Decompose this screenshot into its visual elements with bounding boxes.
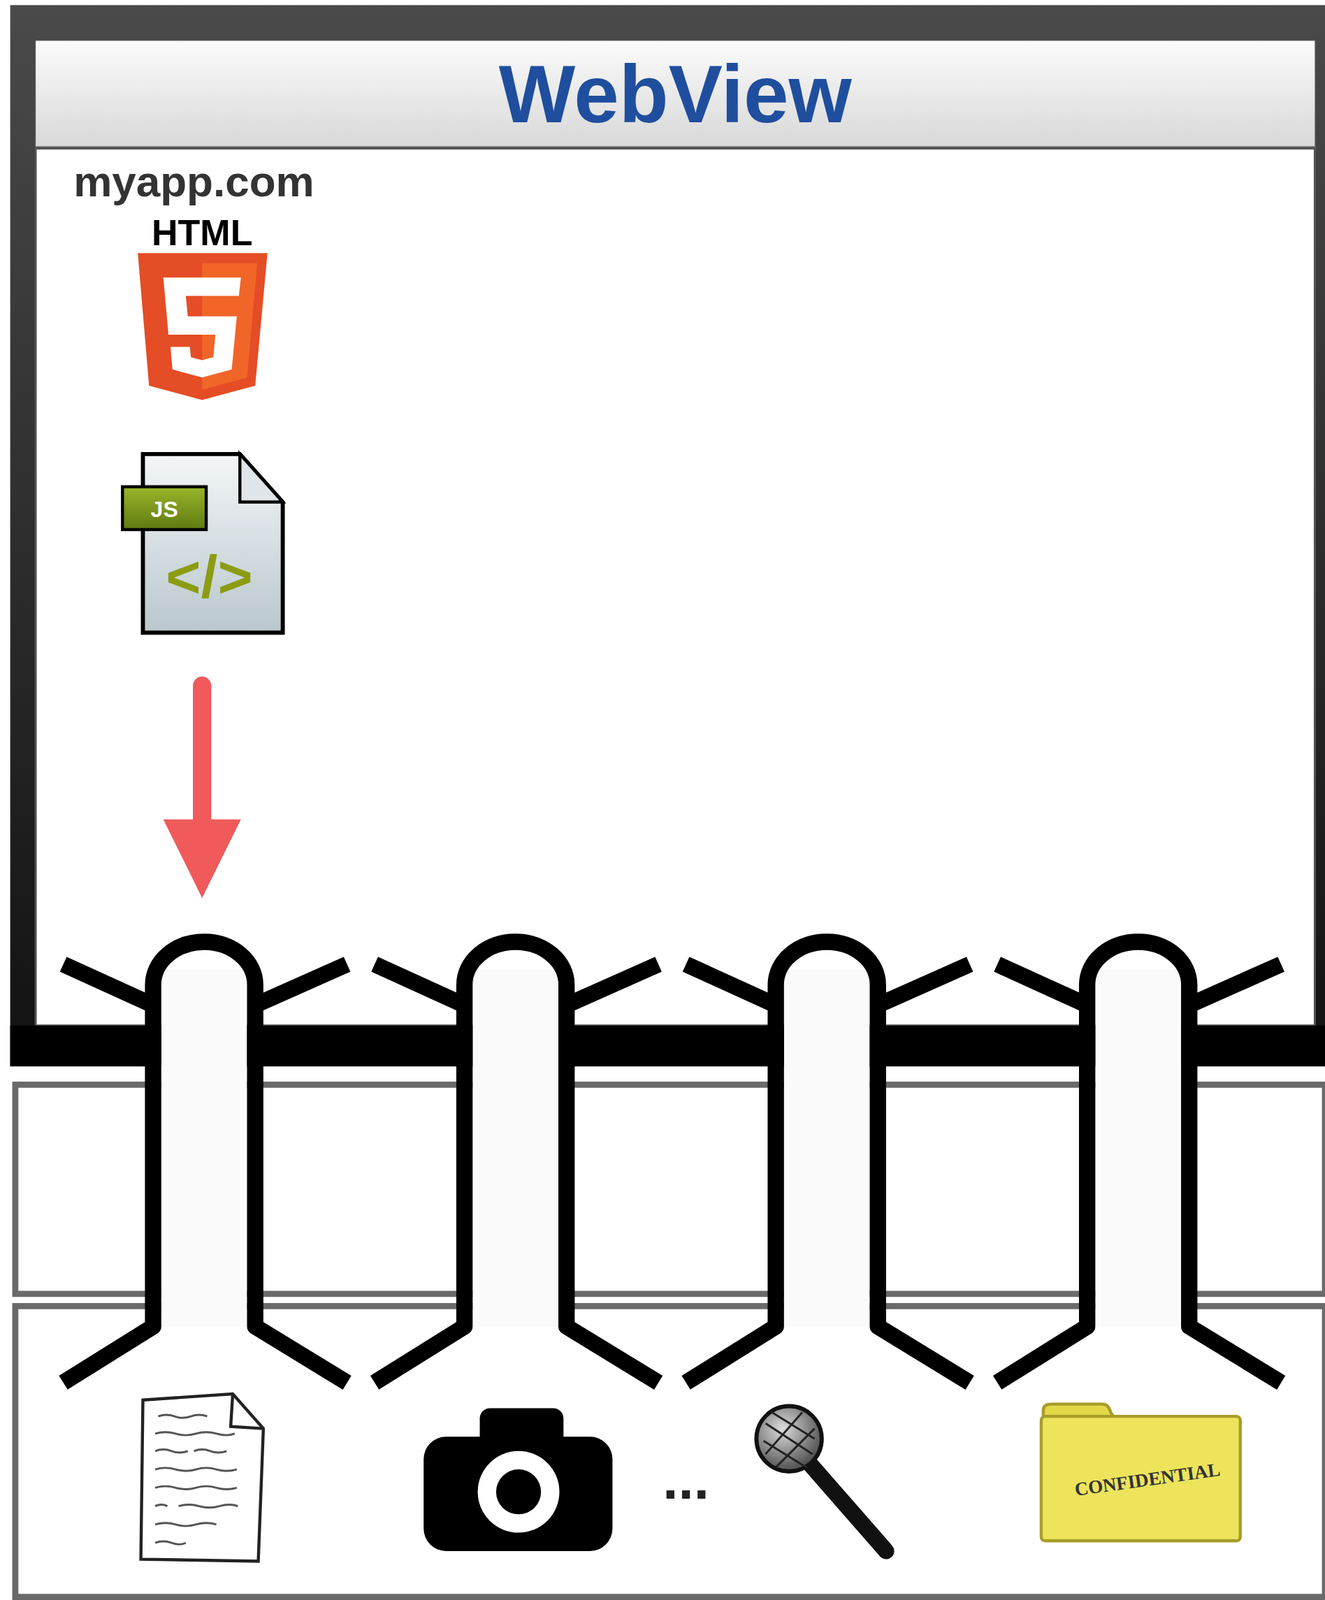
folder-stamp: CONFIDENTIAL <box>1073 1460 1222 1500</box>
arrow-shaft <box>192 685 212 832</box>
microphone-icon <box>756 1406 887 1552</box>
bridge <box>63 942 348 1384</box>
file-tag-text: JS <box>150 498 179 521</box>
webview-frame <box>10 4 1325 1067</box>
mic-head <box>756 1406 822 1472</box>
logo-text: HTML <box>151 214 253 251</box>
camera-icon <box>423 1408 613 1551</box>
file-page <box>142 454 283 634</box>
bridge-outline <box>374 942 659 1384</box>
call-arrow <box>163 685 242 899</box>
html5-five <box>163 277 242 378</box>
bridge-outline <box>686 942 970 1384</box>
webview-header <box>35 40 1315 148</box>
bridge <box>686 942 970 1384</box>
html5-logo <box>137 252 268 400</box>
arrow-head <box>163 819 242 899</box>
bridge-tube <box>784 969 871 1327</box>
js-file-icon <box>122 454 283 634</box>
document-scribbles <box>155 1415 238 1545</box>
ellipsis: ... <box>662 1452 710 1509</box>
camera-body <box>423 1436 613 1552</box>
document-fold <box>230 1394 264 1430</box>
bridge-tube <box>472 969 559 1327</box>
bridge <box>374 942 659 1384</box>
document-icon <box>141 1394 264 1562</box>
js-tag <box>122 487 207 530</box>
folder-body <box>1041 1416 1241 1541</box>
mic-mesh <box>763 1412 815 1468</box>
document-page <box>141 1394 264 1562</box>
bridge <box>997 942 1281 1384</box>
bridge-outline <box>997 942 1281 1384</box>
header-rule <box>35 146 1315 150</box>
bridge-tube <box>1095 969 1182 1327</box>
mic-handle <box>801 1454 887 1552</box>
camera-lens-ring <box>478 1451 560 1534</box>
device-layer <box>15 1306 1325 1597</box>
bridge-tube <box>161 969 248 1327</box>
webview-body <box>35 40 1315 1026</box>
camera-lens <box>496 1469 541 1515</box>
html5-shield <box>137 252 268 400</box>
file-fold <box>239 454 283 503</box>
origin-label: myapp.com <box>73 155 482 207</box>
box-title: WebView <box>35 40 1315 148</box>
code-symbol: </> <box>165 546 253 607</box>
bridge-outline <box>63 942 348 1384</box>
webview-box: WebView myapp.com <box>10 4 1325 1067</box>
folder-icon <box>1041 1404 1241 1542</box>
